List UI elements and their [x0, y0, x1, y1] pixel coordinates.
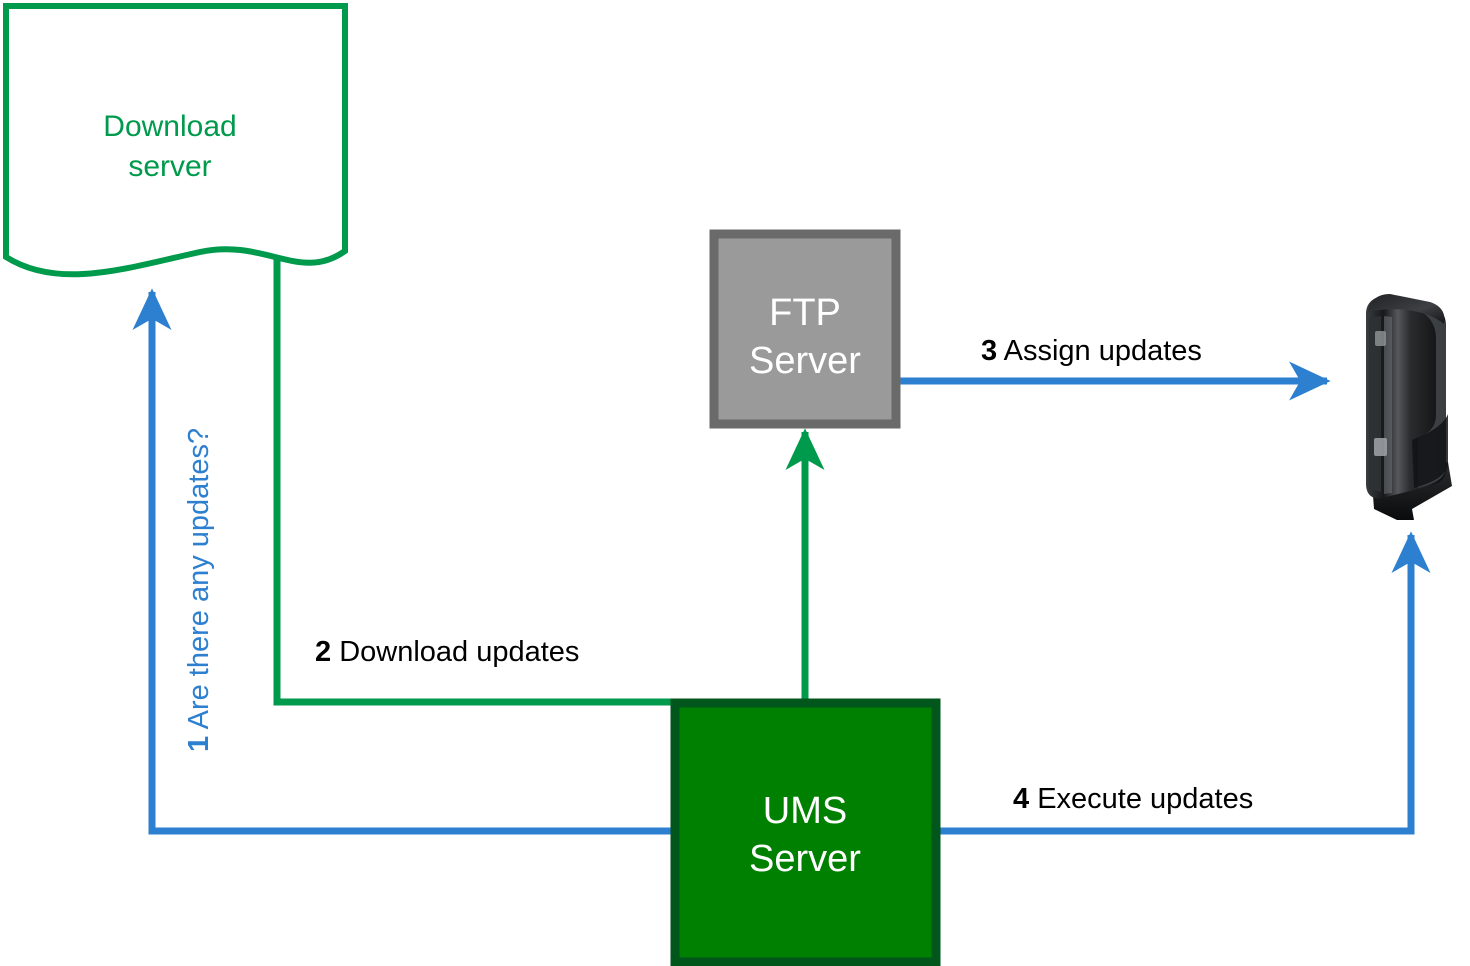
edge-2-text: Download updates	[339, 636, 579, 668]
edge-1-path	[132, 288, 673, 835]
ftp-server-label-line2: Server	[749, 340, 861, 382]
edge-1-label-group: 1 Are there any updates?	[183, 428, 215, 752]
node-download-server[interactable]: Download server	[2, 3, 348, 278]
download-server-label-line1: Download	[103, 110, 236, 143]
node-ums-server[interactable]: UMS Server	[670, 698, 941, 966]
edge-3-label-group: 3 Assign updates	[981, 335, 1202, 367]
edge-3-text: Assign updates	[1004, 335, 1202, 367]
edge-3-step: 3	[981, 335, 997, 367]
edge-3-label: 3 Assign updates	[981, 335, 1202, 367]
download-server-label-line2: server	[128, 150, 211, 183]
edge-4-execute-updates	[937, 531, 1431, 835]
ftp-server-label-line1: FTP	[769, 292, 841, 334]
edge-2-download-updates	[273, 253, 712, 706]
edge-2-label: 2 Download updates	[315, 636, 579, 668]
download-server-shape	[2, 3, 348, 278]
edge-2-path	[273, 253, 712, 706]
ums-server-label-line1: UMS	[763, 790, 847, 832]
edge-4-step: 4	[1013, 783, 1029, 815]
edge-1-label: 1 Are there any updates?	[183, 428, 215, 752]
device-top-cap	[1368, 294, 1445, 324]
edge-2-step: 2	[315, 636, 331, 668]
edge-4-label: 4 Execute updates	[1013, 783, 1253, 815]
ums-server-shape	[670, 698, 941, 966]
ftp-server-shape	[709, 229, 901, 429]
edge-1-step: 1	[183, 736, 215, 752]
node-thin-client-device[interactable]	[1366, 294, 1452, 520]
node-ftp-server[interactable]: FTP Server	[709, 229, 901, 429]
edge-1-text: Are there any updates?	[183, 428, 215, 729]
edge-4-text: Execute updates	[1037, 783, 1253, 815]
device-lower-shadow	[1412, 414, 1448, 488]
edge-1-are-there-any-updates	[132, 288, 673, 835]
ums-server-label-line2: Server	[749, 838, 861, 880]
edge-4-path	[937, 531, 1431, 835]
edge-2-label-group: 2 Download updates	[315, 636, 579, 668]
device-bottom-badge	[1374, 438, 1387, 456]
device-top-badge	[1375, 331, 1386, 346]
edge-4-label-group: 4 Execute updates	[1013, 783, 1253, 815]
